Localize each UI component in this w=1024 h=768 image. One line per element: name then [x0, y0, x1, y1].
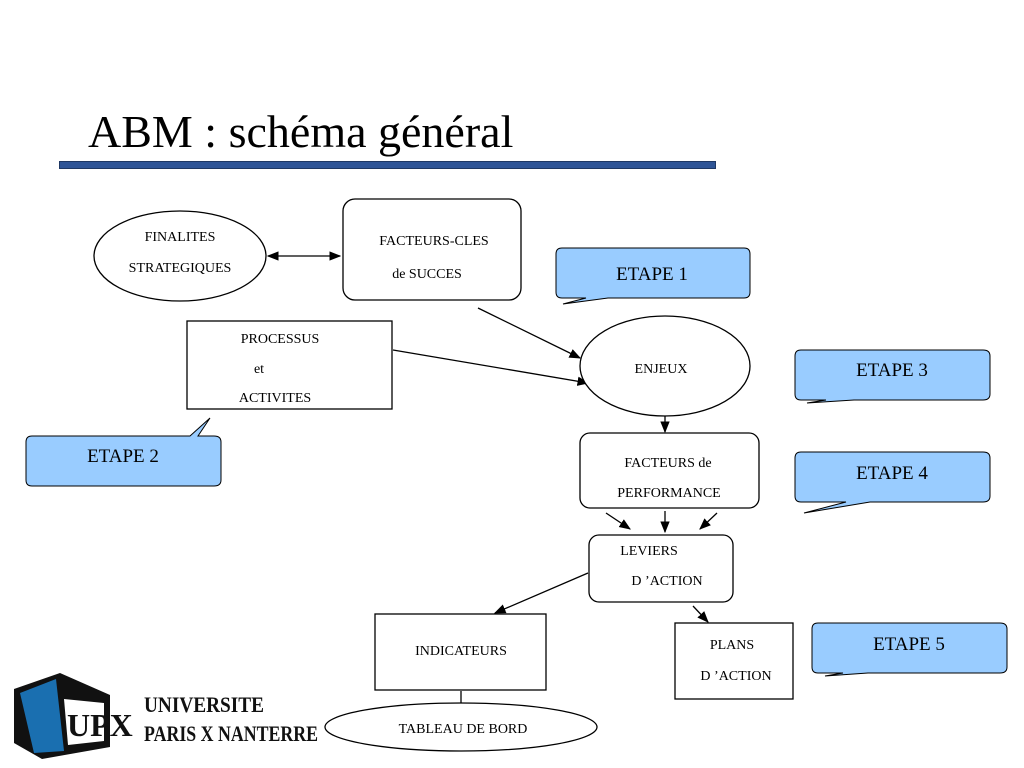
- edges: [266, 251, 718, 703]
- node-tableau-de-bord: TABLEAU DE BORD: [324, 702, 598, 752]
- processus-line-1: PROCESSUS: [241, 332, 320, 347]
- callout-etape-1: ETAPE 1: [555, 247, 751, 305]
- leviers-line-2: D ’ACTION: [631, 574, 702, 589]
- edge-leviers-plans: [692, 605, 709, 623]
- enjeux-label: ENJEUX: [635, 362, 688, 377]
- node-processus-et-activites: PROCESSUS et ACTIVITES: [186, 320, 393, 410]
- edge-performance-leviers-left: [605, 512, 631, 530]
- plans-line-2: D ’ACTION: [700, 669, 771, 684]
- logo-line-paris-x-nanterre: PARIS X NANTERRE: [144, 721, 318, 746]
- node-finalites-strategiques: FINALITES STRATEGIQUES: [93, 210, 267, 302]
- node-facteurs-de-performance: FACTEURS de PERFORMANCE: [579, 432, 760, 509]
- processus-line-2: et: [254, 362, 264, 377]
- etape-4-label: ETAPE 4: [856, 463, 928, 484]
- upx-logo-mark: UPX: [14, 673, 133, 759]
- title-underline-bar: [59, 161, 716, 169]
- finalites-line-1: FINALITES: [145, 230, 216, 245]
- node-enjeux: ENJEUX: [579, 315, 751, 417]
- processus-line-3: ACTIVITES: [239, 391, 311, 406]
- edge-facteurs-cles-enjeux: [477, 307, 582, 359]
- etape-1-label: ETAPE 1: [616, 264, 688, 285]
- facteurs-cles-line-2: de SUCCES: [392, 267, 462, 282]
- edge-performance-leviers-right: [699, 512, 718, 530]
- node-indicateurs: INDICATEURS: [374, 613, 547, 691]
- leviers-line-1: LEVIERS: [620, 544, 678, 559]
- node-facteurs-cles-de-succes: FACTEURS-CLES de SUCCES: [342, 198, 522, 301]
- tableau-de-bord-label: TABLEAU DE BORD: [399, 722, 528, 737]
- edge-processus-enjeux: [392, 349, 590, 386]
- slide-title: ABM : schéma général: [88, 106, 514, 157]
- edge-leviers-indicateurs: [493, 572, 589, 614]
- etape-3-label: ETAPE 3: [856, 360, 928, 381]
- callout-etape-4: ETAPE 4: [794, 451, 991, 514]
- callout-etape-5: ETAPE 5: [811, 622, 1008, 677]
- indicateurs-label: INDICATEURS: [415, 644, 507, 659]
- etape-5-label: ETAPE 5: [873, 634, 945, 655]
- universite-paris-x-nanterre-logo: UPX UNIVERSITE PARIS X NANTERRE: [14, 673, 318, 759]
- facteurs-cles-line-1: FACTEURS-CLES: [379, 234, 488, 249]
- facteurs-performance-line-1: FACTEURS de: [624, 456, 711, 471]
- node-leviers-d-action: LEVIERS D ’ACTION: [588, 534, 734, 603]
- etape-2-label: ETAPE 2: [87, 446, 159, 467]
- logo-line-universite: UNIVERSITE: [144, 692, 264, 717]
- finalites-line-2: STRATEGIQUES: [129, 261, 232, 276]
- facteurs-performance-line-2: PERFORMANCE: [617, 486, 720, 501]
- plans-line-1: PLANS: [710, 638, 754, 653]
- node-plans-d-action: PLANS D ’ACTION: [674, 622, 794, 700]
- callout-etape-2: ETAPE 2: [25, 417, 222, 487]
- callout-etape-3: ETAPE 3: [794, 349, 991, 404]
- logo-mark-text: UPX: [67, 707, 133, 743]
